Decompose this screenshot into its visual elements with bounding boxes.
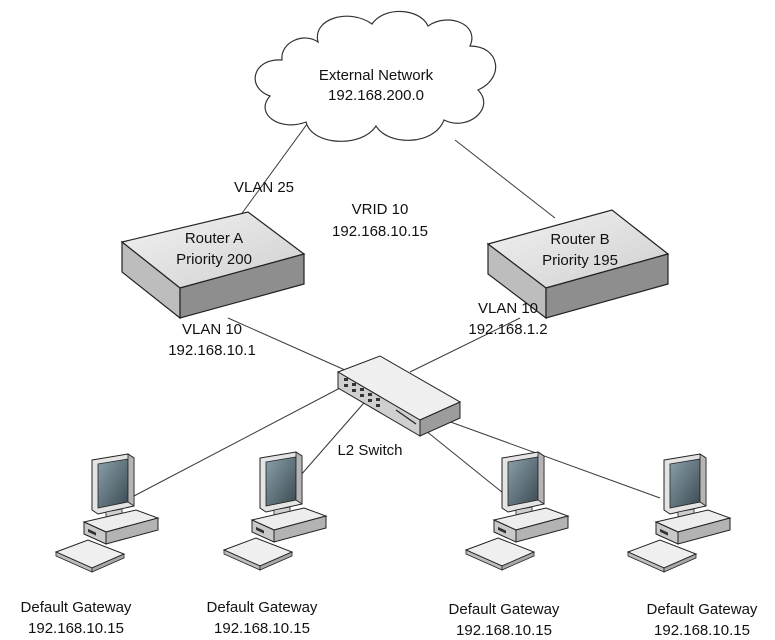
- router-a-priority: Priority 200: [176, 251, 252, 268]
- link-switch-host-4: [444, 419, 661, 499]
- external-network-cloud-icon: [254, 10, 497, 142]
- host-1-gateway-ip: 192.168.10.15: [28, 620, 124, 637]
- switch-label: L2 Switch: [337, 442, 402, 459]
- host-4-gateway-label: Default Gateway: [647, 601, 758, 618]
- host-3-gateway-ip: 192.168.10.15: [456, 622, 552, 639]
- host-2-gateway-ip: 192.168.10.15: [214, 620, 310, 637]
- link-router-a-switch: [227, 317, 346, 371]
- host-4-computer-icon[interactable]: [627, 453, 731, 573]
- router-b-icon[interactable]: [486, 209, 670, 320]
- l2-switch-icon[interactable]: [336, 355, 462, 437]
- router-b-vlan-label: VLAN 10: [478, 300, 538, 317]
- host-2-computer-icon[interactable]: [223, 451, 327, 571]
- vrid-virtual-ip: 192.168.10.15: [332, 223, 428, 240]
- router-b-priority: Priority 195: [542, 252, 618, 269]
- host-3-gateway-label: Default Gateway: [449, 601, 560, 618]
- link-switch-host-1: [131, 387, 341, 498]
- router-a-vlan-label: VLAN 10: [182, 321, 242, 338]
- router-a-uplink-vlan: VLAN 25: [234, 179, 294, 196]
- router-a-name: Router A: [185, 230, 243, 247]
- link-router-b-switch: [409, 317, 521, 373]
- router-b-name: Router B: [550, 231, 609, 248]
- host-4-gateway-ip: 192.168.10.15: [654, 622, 750, 639]
- cloud-name-label: External Network: [319, 67, 434, 84]
- vrid-label: VRID 10: [352, 201, 409, 218]
- router-a-icon[interactable]: [120, 211, 306, 320]
- host-1-gateway-label: Default Gateway: [21, 599, 132, 616]
- router-a-ip-label: 192.168.10.1: [168, 342, 256, 359]
- link-cloud-router-b: [454, 139, 556, 219]
- cloud-subnet-label: 192.168.200.0: [328, 87, 424, 104]
- link-switch-host-2: [299, 395, 371, 477]
- link-cloud-router-a: [239, 119, 311, 217]
- host-2-gateway-label: Default Gateway: [207, 599, 318, 616]
- router-b-ip-label: 192.168.1.2: [468, 321, 547, 338]
- host-1-computer-icon[interactable]: [55, 453, 159, 573]
- host-3-computer-icon[interactable]: [465, 451, 569, 571]
